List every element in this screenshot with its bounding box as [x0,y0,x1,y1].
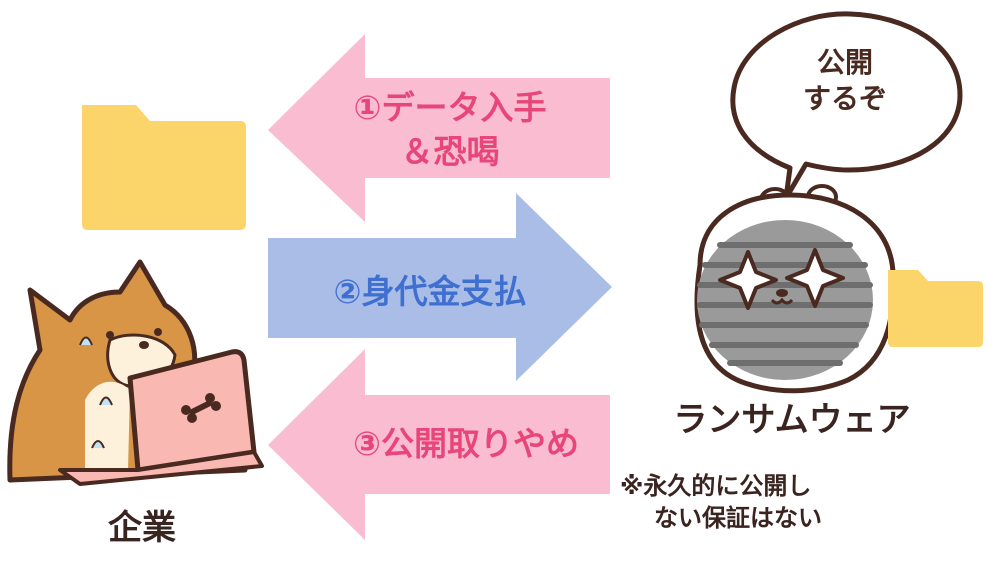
step1-line2: ＆恐喝 [400,132,500,171]
ransomware-label: ランサムウェア [673,400,911,440]
laptop-icon [58,349,264,486]
note-line2: ない保証はない [654,504,822,532]
arrow-step1 [268,34,610,222]
step1-label: ①データ入手 ＆恐喝 [300,86,600,174]
step2-label: ②身代金支払 [333,272,527,311]
speech-bubble [730,11,963,201]
company-label: 企業 [108,508,176,548]
arrow-step2 [268,193,612,381]
folder-icon-small [888,270,983,347]
bone-icon [181,393,221,423]
speech-bubble-text: 公開 するぞ [745,45,945,117]
speech-line1: 公開 [816,46,873,79]
folder-icon [82,105,246,230]
step3-label: ③公開取りやめ [353,424,579,463]
disclaimer-note: ※永久的に公開し ない保証はない [620,470,940,534]
speech-line2: するぞ [802,82,887,115]
arrow-step3 [268,349,610,540]
step1-line1: ①データ入手 [353,88,547,127]
note-line1: ※永久的に公開し [620,472,812,500]
ransomware-creature-illustration [694,184,896,394]
